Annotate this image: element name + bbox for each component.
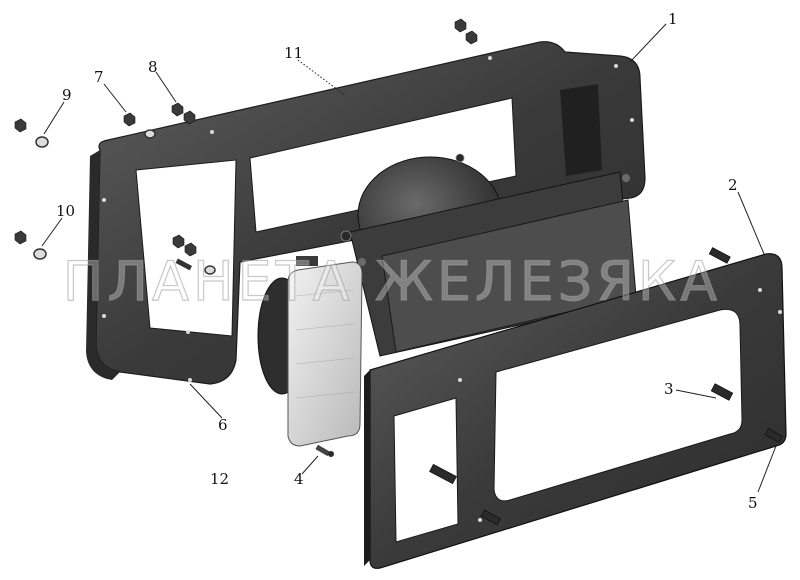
- callout-10: 10: [56, 202, 75, 220]
- leader-6: [189, 383, 223, 419]
- callout-1: 1: [668, 10, 678, 28]
- callout-11: 11: [284, 44, 303, 62]
- front-frame-side-edge: [364, 370, 370, 566]
- leader-9: [43, 101, 65, 135]
- leader-lines: [41, 23, 777, 493]
- side-marker-lens: [287, 261, 363, 447]
- leader-11: [297, 59, 347, 97]
- leader-3: [675, 389, 717, 399]
- side-marker-lamp: [257, 256, 363, 447]
- callout-3: 3: [664, 380, 674, 398]
- callout-labels: 1 2 3 4 5 6 7 8 9 10 11 12: [56, 10, 758, 512]
- rear-housing-holes: [102, 56, 634, 382]
- front-frame-holes: [458, 288, 782, 522]
- stud-bolts: [429, 247, 784, 526]
- callout-2: 2: [728, 176, 738, 194]
- nuts-and-washers: [14, 18, 478, 275]
- leader-7: [103, 83, 127, 113]
- leader-5: [757, 445, 777, 493]
- leader-10: [41, 217, 63, 247]
- watermark-text: ПЛАНЕТА ЖЕЛЕЗЯКА: [63, 250, 721, 313]
- leader-4: [301, 455, 319, 475]
- callout-6: 6: [218, 416, 228, 434]
- leader-1: [629, 23, 667, 63]
- callout-4: 4: [294, 470, 304, 488]
- leader-2: [737, 191, 765, 255]
- callout-9: 9: [62, 86, 72, 104]
- callout-12: 12: [210, 470, 229, 488]
- reflector-housing: [340, 153, 637, 357]
- front-frame: [364, 253, 787, 569]
- callout-7: 7: [94, 68, 104, 86]
- screw-4: [315, 444, 334, 457]
- callout-5: 5: [748, 494, 758, 512]
- front-frame-window-left: [393, 397, 459, 543]
- front-frame-window-right: [493, 308, 743, 502]
- rear-housing-right-block: [560, 84, 602, 176]
- leader-8: [155, 71, 177, 103]
- rear-housing-side-face: [86, 150, 120, 380]
- rear-housing-window-top: [249, 97, 517, 233]
- callout-8: 8: [148, 58, 158, 76]
